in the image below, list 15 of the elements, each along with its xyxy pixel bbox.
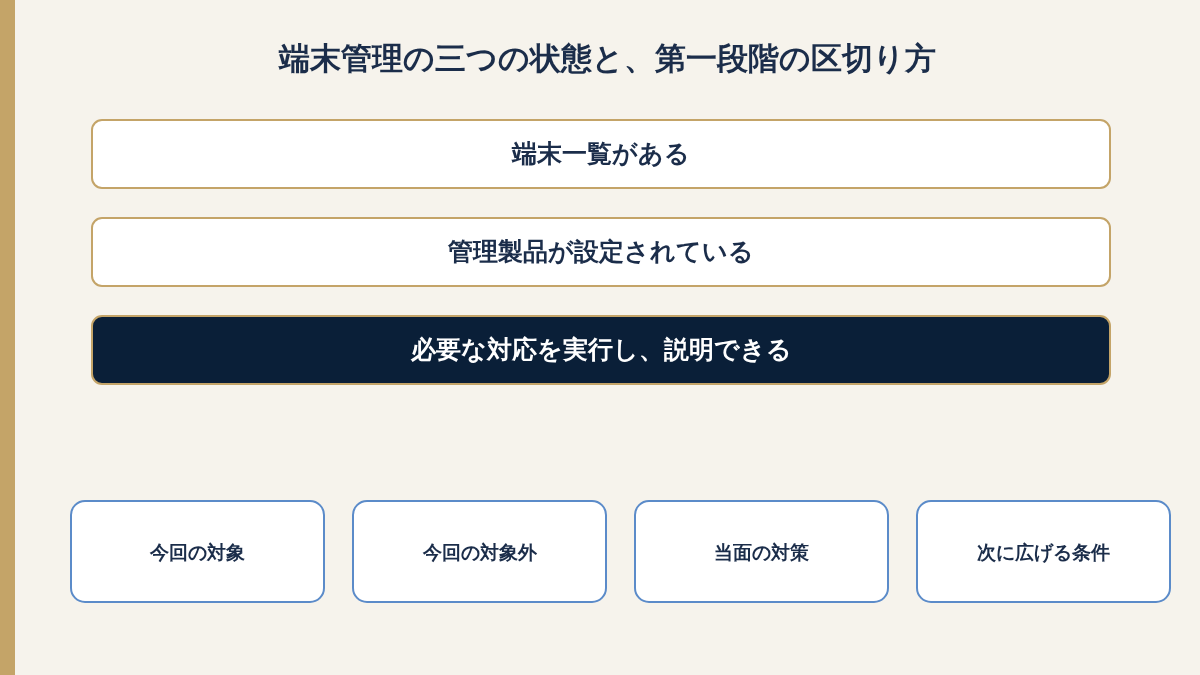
scope-card [352,500,607,603]
state-box [91,217,1111,287]
scope-label: 当面の対策 [714,539,809,565]
highlighted-state-box [91,315,1111,385]
scope-label: 次に広げる条件 [977,539,1110,565]
state-label: 端末一覧がある [512,138,690,170]
scope-card [70,500,325,603]
state-label: 管理製品が設定されている [448,236,754,268]
title: 端末管理の三つの状態と、第一段階の区切り方 [277,39,937,78]
scope-label: 今回の対象外 [422,539,537,565]
state-box [91,119,1111,189]
scope-label: 今回の対象 [150,539,245,565]
scope-card [634,500,889,603]
scope-card [916,500,1171,603]
state-label: 必要な対応を実行し、説明できる [410,334,792,366]
